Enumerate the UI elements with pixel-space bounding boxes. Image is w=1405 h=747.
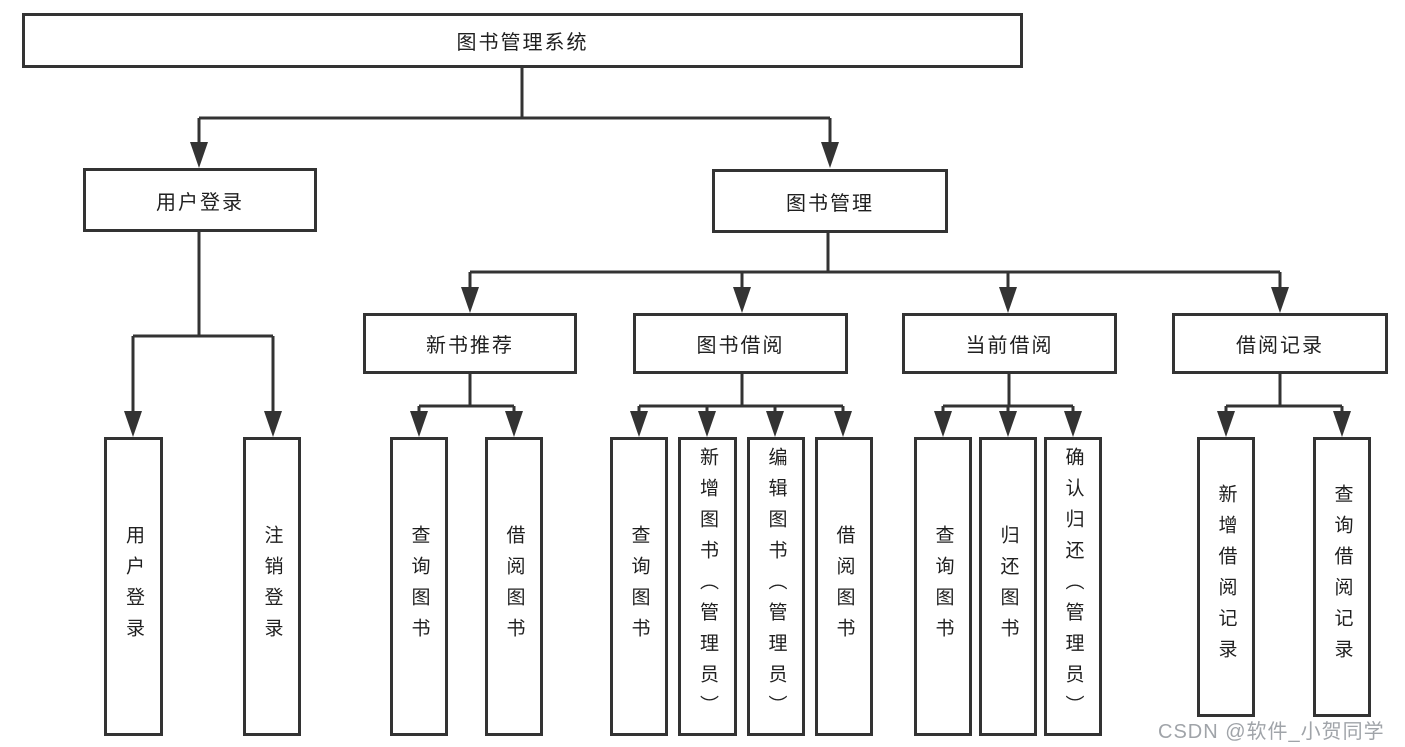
leaf-borrow-books: 借阅图书 [815, 437, 873, 736]
leaf-edit-books-admin: 编辑图书（管理员） [747, 437, 805, 736]
arrowhead-icon [834, 411, 852, 437]
node-book-mgmt: 图书管理 [712, 169, 948, 233]
csdn-watermark: CSDN @软件_小贺同学 [1158, 721, 1385, 743]
arrowhead-icon [999, 411, 1017, 437]
leaf-query-borrow-record: 查询借阅记录 [1313, 437, 1371, 717]
leaf-query-books-rec: 查询图书 [390, 437, 448, 736]
node-current-borrow: 当前借阅 [902, 313, 1117, 374]
connector-book-borrow-children [630, 374, 852, 437]
arrowhead-icon [1333, 411, 1351, 437]
arrowhead-icon [698, 411, 716, 437]
leaf-add-borrow-record: 新增借阅记录 [1197, 437, 1255, 717]
node-new-book-rec: 新书推荐 [363, 313, 577, 374]
connector-root-to-level2 [190, 68, 839, 168]
arrowhead-icon [1271, 287, 1289, 313]
leaf-borrow-books-rec: 借阅图书 [485, 437, 543, 736]
leaf-confirm-return-admin: 确认归还（管理员） [1044, 437, 1102, 736]
node-root-system: 图书管理系统 [22, 13, 1023, 68]
node-borrow-records: 借阅记录 [1172, 313, 1388, 374]
arrowhead-icon [766, 411, 784, 437]
arrowhead-icon [505, 411, 523, 437]
connector-borrow-records-children [1217, 374, 1351, 437]
leaf-query-books-current: 查询图书 [914, 437, 972, 736]
arrowhead-icon [934, 411, 952, 437]
arrowhead-icon [630, 411, 648, 437]
leaf-return-books: 归还图书 [979, 437, 1037, 736]
node-book-borrow: 图书借阅 [633, 313, 848, 374]
arrowhead-icon [124, 411, 142, 437]
arrowhead-icon [1217, 411, 1235, 437]
leaf-add-books-admin: 新增图书（管理员） [678, 437, 737, 736]
arrowhead-icon [410, 411, 428, 437]
connector-book-mgmt-children [461, 233, 1289, 313]
leaf-user-login: 用户登录 [104, 437, 163, 736]
arrowhead-icon [821, 142, 839, 168]
leaf-logout: 注销登录 [243, 437, 301, 736]
leaf-query-books-borrow: 查询图书 [610, 437, 668, 736]
arrowhead-icon [1064, 411, 1082, 437]
arrowhead-icon [999, 287, 1017, 313]
arrowhead-icon [190, 142, 208, 168]
connector-user-login-children [124, 232, 282, 437]
connector-current-borrow-children [934, 374, 1082, 437]
arrowhead-icon [733, 287, 751, 313]
node-user-login: 用户登录 [83, 168, 317, 232]
arrowhead-icon [461, 287, 479, 313]
connector-new-book-rec-children [410, 374, 523, 437]
arrowhead-icon [264, 411, 282, 437]
